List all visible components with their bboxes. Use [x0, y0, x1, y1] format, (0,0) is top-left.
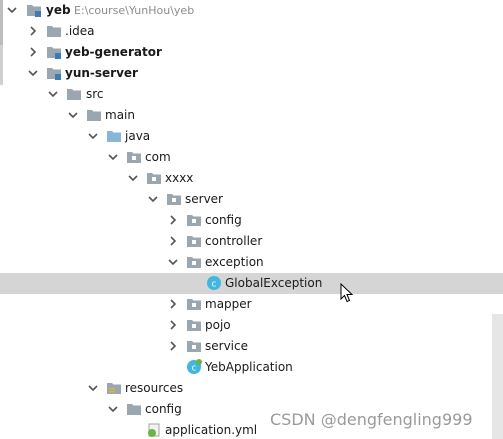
chevron-down-icon[interactable]: [127, 172, 139, 184]
chevron-down-icon[interactable]: [6, 4, 18, 16]
chevron-right-icon[interactable]: [27, 46, 39, 58]
module-folder-icon: [27, 5, 41, 17]
package-icon: [167, 194, 181, 205]
tree-row-java[interactable]: java: [0, 126, 503, 147]
package-icon: [187, 341, 201, 352]
folder-icon: [67, 89, 81, 100]
chevron-right-icon[interactable]: [167, 235, 179, 247]
package-icon: [127, 152, 141, 163]
chevron-right-icon[interactable]: [167, 319, 179, 331]
tree-item-label: YebApplication: [205, 360, 293, 374]
chevron-down-icon[interactable]: [107, 151, 119, 163]
tree-item-label: config: [145, 402, 182, 416]
resources-folder-icon: [107, 383, 121, 394]
tree-row-server[interactable]: server: [0, 189, 503, 210]
left-edge-bar-lower: [0, 45, 3, 85]
tree-row-pojo[interactable]: pojo: [0, 315, 503, 336]
tree-row-mapper[interactable]: mapper: [0, 294, 503, 315]
tree-item-label: pojo: [205, 318, 231, 332]
tree-item-label: yeb-generator: [65, 45, 162, 59]
left-edge-bar: [0, 0, 3, 45]
project-path: E:\course\YunHou\yeb: [74, 4, 195, 17]
tree-row-idea[interactable]: .idea: [0, 21, 503, 42]
tree-row-config-package[interactable]: config: [0, 210, 503, 231]
right-scroll-strip[interactable]: [492, 314, 503, 439]
tree-row-xxxx[interactable]: xxxx: [0, 168, 503, 189]
package-icon: [187, 215, 201, 226]
tree-row-config-folder[interactable]: config: [0, 399, 503, 420]
tree-row-main[interactable]: main: [0, 105, 503, 126]
spring-boot-class-icon: c: [187, 359, 202, 374]
chevron-right-icon[interactable]: [167, 340, 179, 352]
tree-row-yeb-application[interactable]: c YebApplication: [0, 357, 503, 378]
chevron-down-icon[interactable]: [67, 109, 79, 121]
tree-row-controller[interactable]: controller: [0, 231, 503, 252]
folder-icon: [47, 26, 61, 37]
chevron-down-icon[interactable]: [147, 193, 159, 205]
tree-item-label: application.yml: [165, 423, 258, 437]
chevron-down-icon[interactable]: [87, 382, 99, 394]
tree-row-yeb-generator[interactable]: yeb-generator: [0, 42, 503, 63]
tree-item-label: service: [205, 339, 248, 353]
package-icon: [187, 257, 201, 268]
folder-icon: [127, 404, 141, 415]
module-folder-icon: [47, 47, 61, 59]
tree-item-label: .idea: [65, 24, 95, 38]
tree-item-label: xxxx: [165, 171, 194, 185]
module-folder-icon: [47, 68, 61, 80]
chevron-right-icon[interactable]: [27, 25, 39, 37]
package-icon: [187, 299, 201, 310]
chevron-down-icon[interactable]: [167, 256, 179, 268]
tree-row-com[interactable]: com: [0, 147, 503, 168]
chevron-down-icon[interactable]: [107, 403, 119, 415]
tree-item-label: com: [145, 150, 171, 164]
tree-item-label: src: [86, 87, 104, 101]
package-icon: [187, 236, 201, 247]
tree-item-label: server: [185, 192, 223, 206]
java-class-icon: c: [207, 276, 221, 290]
tree-item-label: main: [105, 108, 135, 122]
tree-row-resources[interactable]: resources: [0, 378, 503, 399]
package-icon: [187, 320, 201, 331]
tree-row-global-exception[interactable]: c GlobalException: [0, 273, 503, 294]
tree-row-yun-server[interactable]: yun-server: [0, 63, 503, 84]
mouse-pointer-icon: [340, 283, 354, 303]
chevron-down-icon[interactable]: [27, 67, 39, 79]
chevron-right-icon[interactable]: [167, 214, 179, 226]
tree-item-label: config: [205, 213, 242, 227]
chevron-down-icon[interactable]: [87, 130, 99, 142]
tree-row-application-yml[interactable]: application.yml: [0, 420, 503, 439]
tree-row-exception[interactable]: exception: [0, 252, 503, 273]
tree-item-label: resources: [125, 381, 184, 395]
chevron-down-icon[interactable]: [47, 88, 59, 100]
csdn-watermark: CSDN @dengfengling999: [270, 410, 473, 429]
tree-row-service[interactable]: service: [0, 336, 503, 357]
tree-item-label: controller: [205, 234, 263, 248]
svg-text:c: c: [192, 364, 197, 374]
tree-row-yeb[interactable]: yeb E:\course\YunHou\yeb: [0, 0, 503, 21]
svg-text:c: c: [212, 280, 217, 290]
tree-item-label: yun-server: [65, 66, 138, 80]
chevron-right-icon[interactable]: [167, 298, 179, 310]
tree-item-label: mapper: [205, 297, 252, 311]
package-icon: [147, 173, 161, 184]
tree-item-label: GlobalException: [225, 276, 323, 290]
folder-icon: [87, 110, 101, 121]
tree-item-label: yeb: [46, 3, 71, 17]
source-root-folder-icon: [107, 131, 121, 142]
yaml-file-icon: [148, 423, 160, 437]
tree-item-label: java: [125, 129, 151, 143]
tree-row-src[interactable]: src: [0, 84, 503, 105]
tree-item-label: exception: [205, 255, 264, 269]
